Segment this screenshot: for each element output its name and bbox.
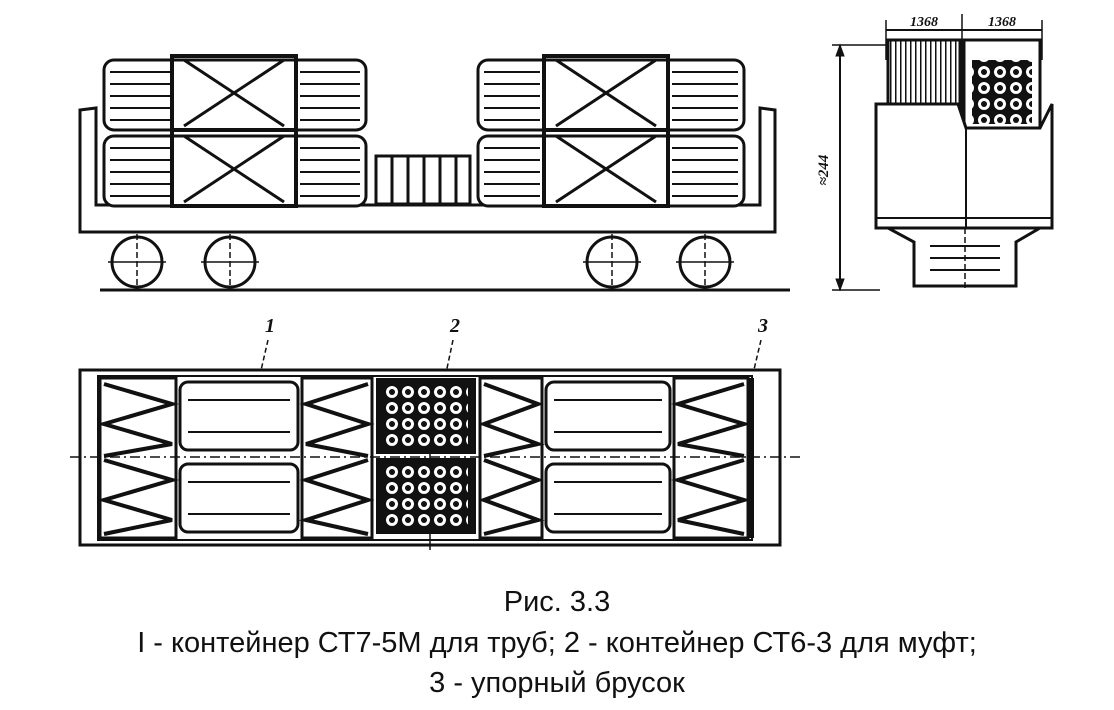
wagon-body <box>78 106 777 234</box>
right-bracing <box>478 376 751 540</box>
figure-title: Рис. 3.3 <box>503 586 611 618</box>
plan-view: 1 2 3 <box>70 315 800 550</box>
wheels <box>108 234 734 290</box>
middle-containers <box>374 154 472 206</box>
plan-pipe-containers-left <box>178 380 300 534</box>
stop-block <box>748 378 754 538</box>
width-dimension-right: 1368 <box>988 15 1016 30</box>
technical-drawing: ≈244 1368 1368 1 2 3 <box>70 14 1054 550</box>
left-container-stack <box>102 54 368 208</box>
right-container-stack <box>476 54 746 208</box>
side-view <box>78 54 790 292</box>
width-dimension-left: 1368 <box>910 15 938 30</box>
height-dimension-label: ≈244 <box>816 154 832 185</box>
callout-1: 1 <box>265 315 275 337</box>
figure-legend-line-1: I - контейнер СТ7-5М для труб; 2 - конте… <box>137 627 977 659</box>
figure-legend-line-2: 3 - упорный брусок <box>429 667 685 699</box>
callout-3: 3 <box>757 315 768 337</box>
plan-coupling-containers <box>376 378 476 534</box>
plan-pipe-containers-right <box>544 380 672 534</box>
callout-2: 2 <box>449 315 460 337</box>
end-view: ≈244 1368 1368 <box>816 14 1054 292</box>
left-bracing <box>96 376 375 540</box>
